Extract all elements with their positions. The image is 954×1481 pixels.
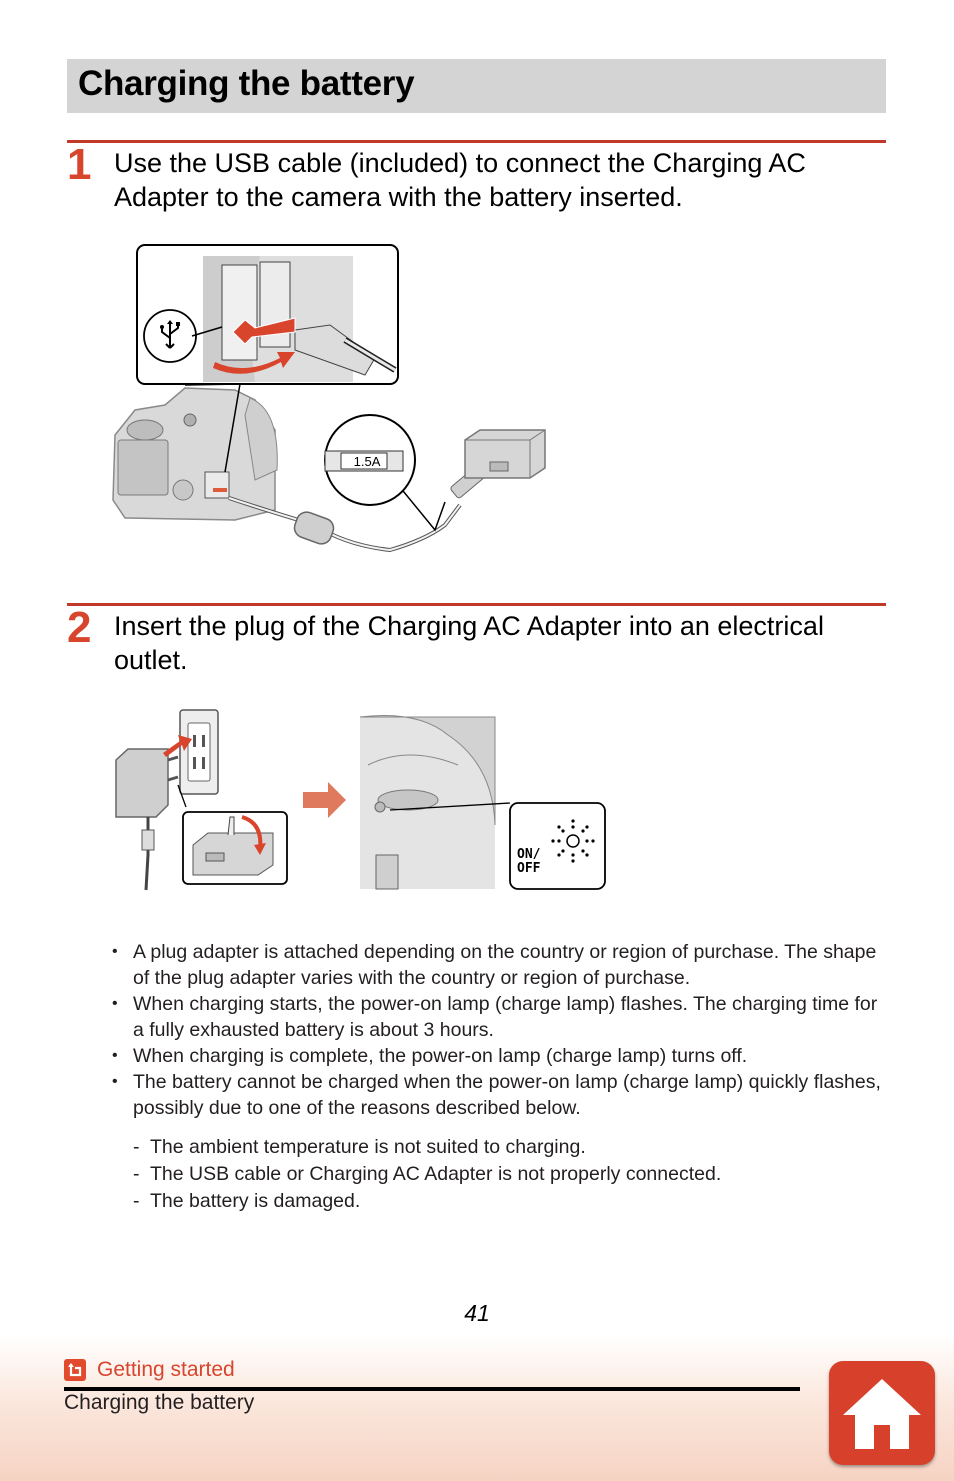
figure-usb-connection xyxy=(112,244,546,553)
step-2-number: 2 xyxy=(67,603,92,652)
wall-outlet-illustration xyxy=(179,709,219,795)
power-switch-label-on: ON/ xyxy=(517,847,541,862)
insert-arrow xyxy=(232,317,296,345)
list-item: The USB cable or Charging AC Adapter is … xyxy=(133,1161,873,1188)
step-1-rule xyxy=(67,140,886,143)
notes-list: A plug adapter is attached depending on … xyxy=(112,939,882,1121)
step-1-text: Use the USB cable (included) to connect … xyxy=(114,148,806,212)
footer-section-title: Charging the battery xyxy=(64,1391,255,1414)
rotate-arrow xyxy=(213,352,295,374)
chapter-link[interactable]: Getting started xyxy=(64,1356,235,1384)
list-item: The battery is damaged. xyxy=(133,1188,873,1215)
list-item: When charging starts, the power-on lamp … xyxy=(112,991,882,1043)
step-1-number: 1 xyxy=(67,140,92,189)
chapter-link-label: Getting started xyxy=(97,1358,235,1381)
list-item: The ambient temperature is not suited to… xyxy=(133,1134,873,1161)
camera-illustration xyxy=(112,387,278,521)
reasons-list: The ambient temperature is not suited to… xyxy=(133,1134,873,1215)
current-rating-label: 1.5A xyxy=(353,454,381,469)
back-arrow-icon xyxy=(64,1359,86,1381)
home-icon xyxy=(843,1379,921,1449)
step-2-text: Insert the plug of the Charging AC Adapt… xyxy=(114,611,824,675)
power-switch-label: ON/ OFF xyxy=(517,848,540,876)
footer xyxy=(0,1336,954,1481)
page-title: Charging the battery xyxy=(78,64,415,103)
usb-icon xyxy=(152,318,188,354)
step-2-rule xyxy=(67,603,886,606)
ferrite-core xyxy=(293,511,335,545)
footer-rule xyxy=(64,1387,800,1391)
list-item: A plug adapter is attached depending on … xyxy=(112,939,882,991)
plug-insert-arrow xyxy=(163,735,192,757)
home-button[interactable] xyxy=(829,1361,935,1465)
next-step-arrow xyxy=(303,782,346,818)
list-item: The battery cannot be charged when the p… xyxy=(112,1069,882,1121)
power-switch-label-off: OFF xyxy=(517,861,541,876)
title-bar: Charging the battery xyxy=(67,59,886,113)
page-number: 41 xyxy=(464,1300,490,1326)
figure-outlet-and-lamp xyxy=(115,709,606,891)
flashing-lamp-icon xyxy=(548,816,598,866)
ac-adapter-illustration xyxy=(464,429,546,479)
list-item: When charging is complete, the power-on … xyxy=(112,1043,882,1069)
